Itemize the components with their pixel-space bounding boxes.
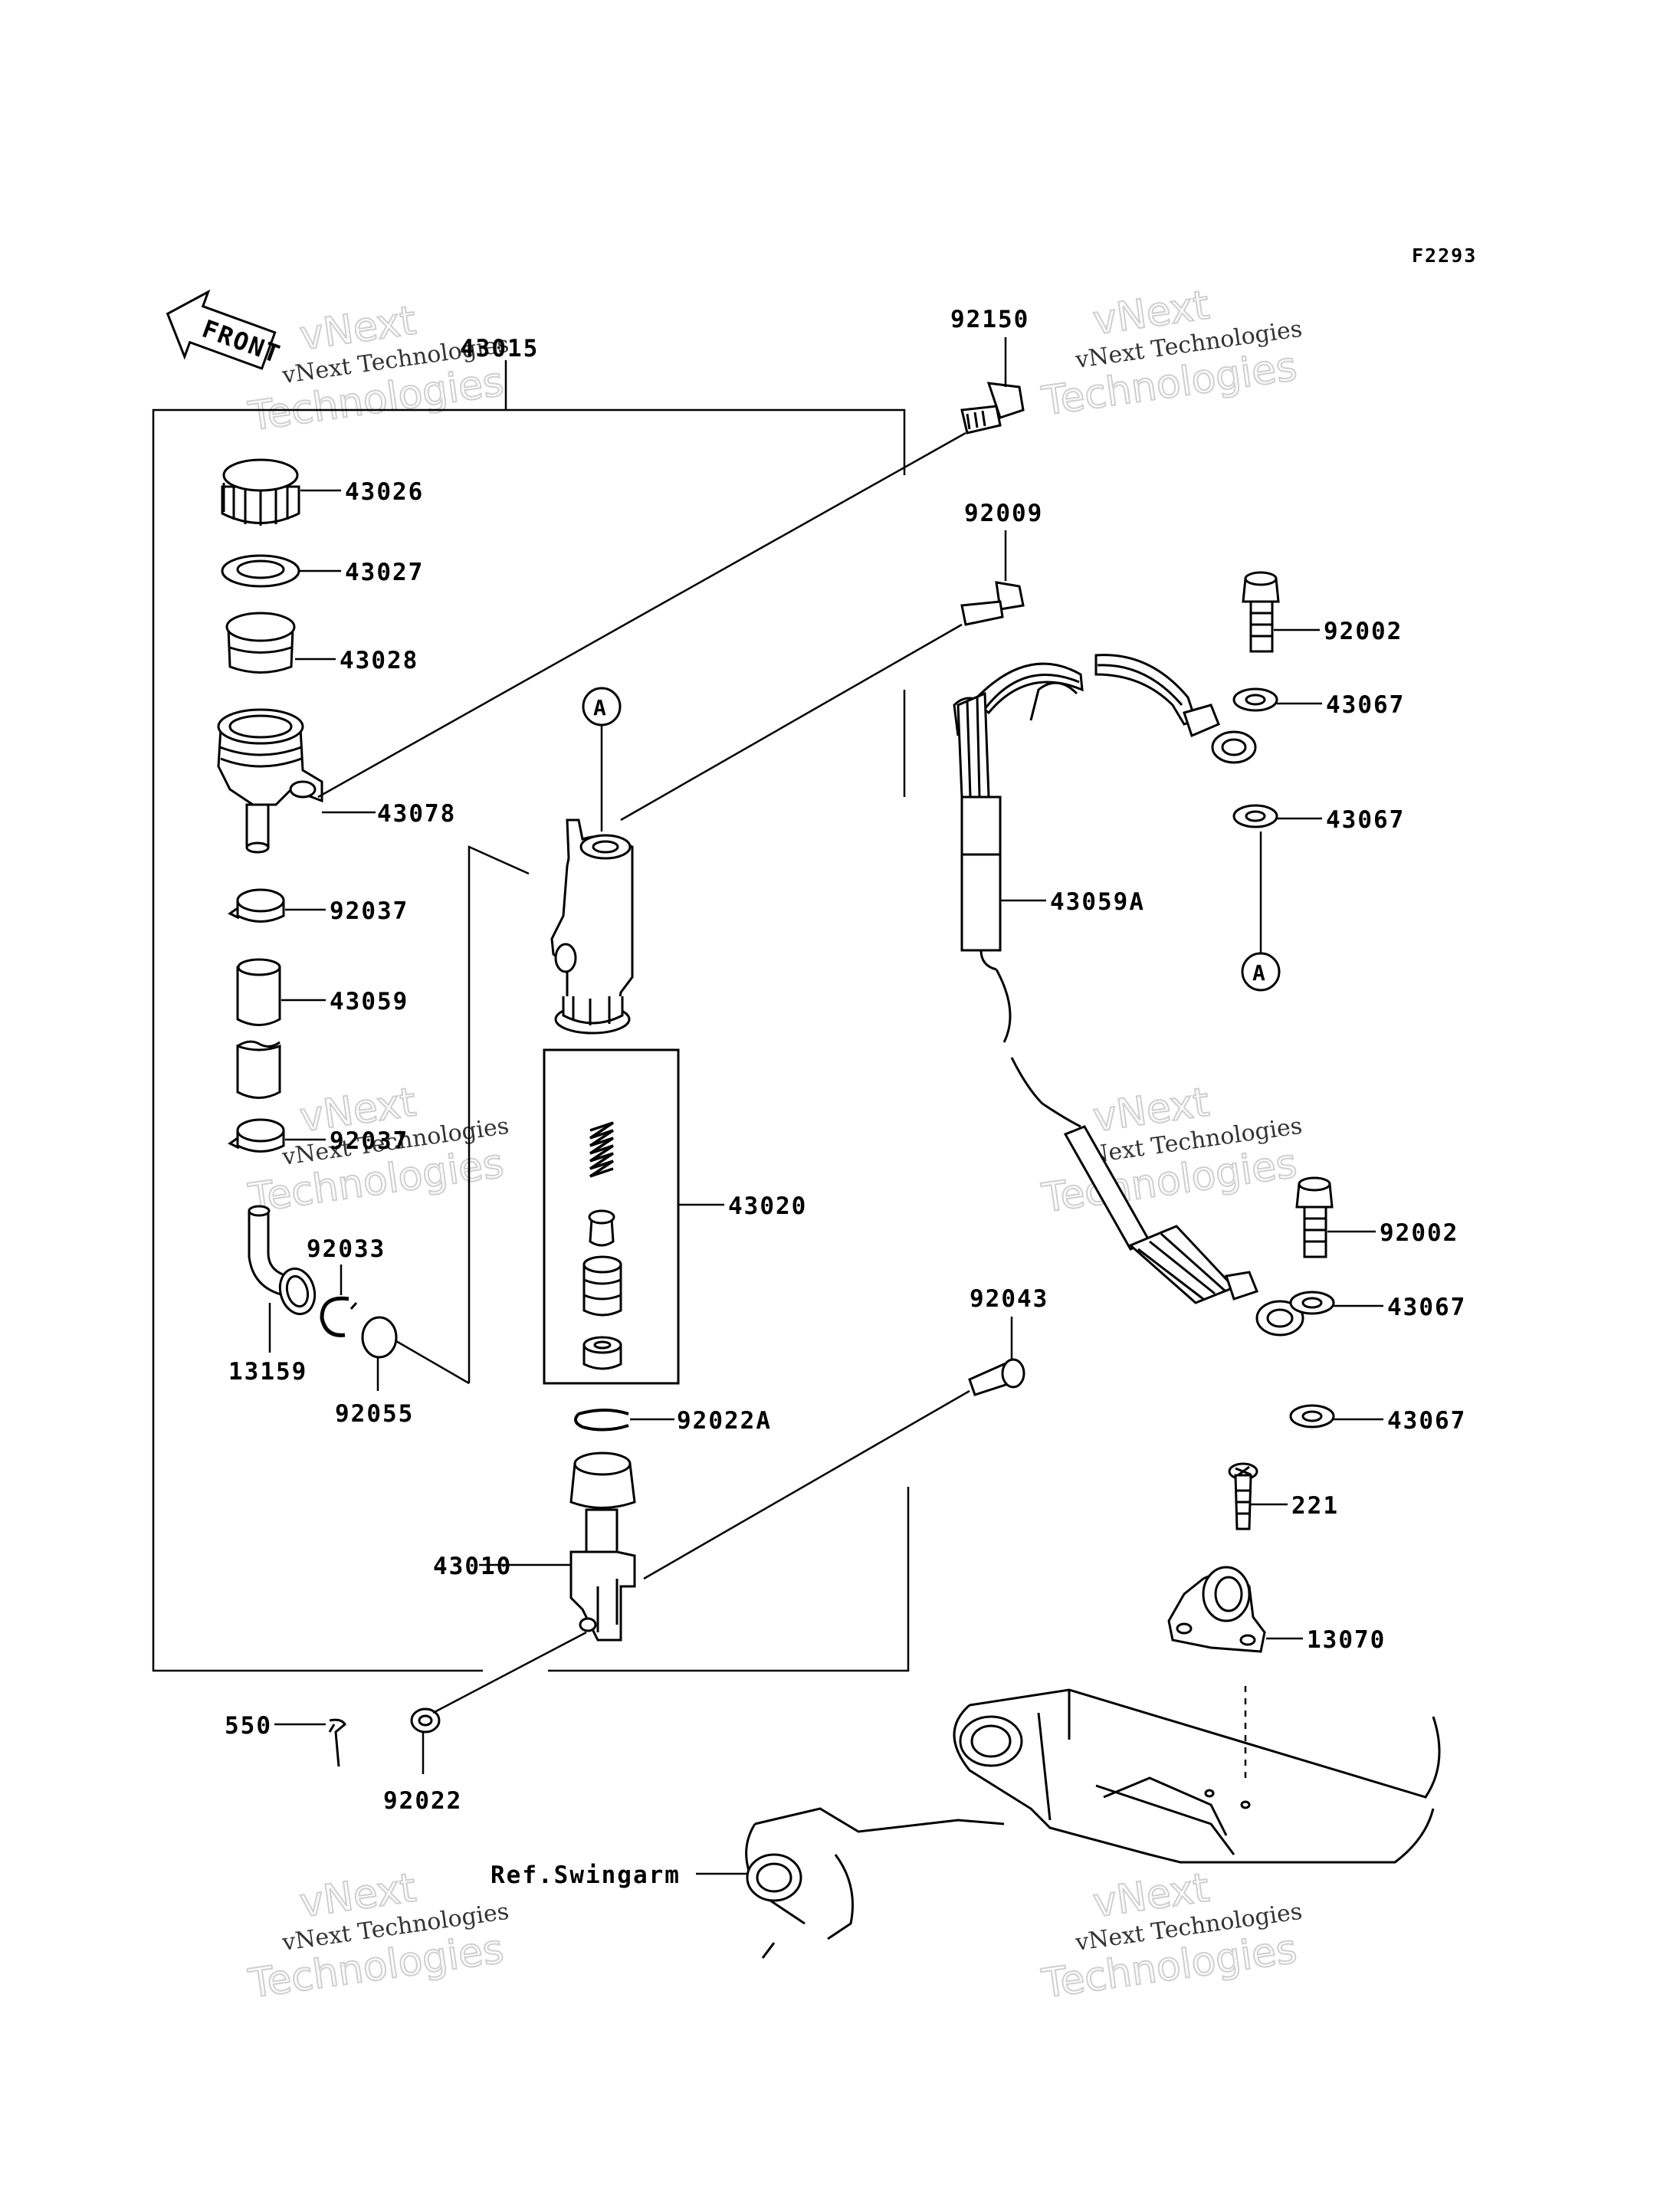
frame-line-lower: [548, 1487, 910, 1672]
elbow-fitting: [248, 1205, 317, 1316]
watermark: vNext vNext Technologies Technologies: [245, 1865, 511, 2009]
circlip-piston: [574, 1409, 629, 1432]
front-arrow-shape: [166, 289, 277, 370]
bolt-92150: [960, 382, 1025, 435]
hose-clamp-lower: [228, 1118, 285, 1153]
brake-hose: [953, 654, 1304, 1337]
part-label-92037-lower: 92037: [330, 1127, 409, 1155]
part-label-92022: 92022: [383, 1787, 462, 1815]
washer-43067-4: [1289, 1404, 1335, 1429]
watermark: vNext vNext Technologies Technologies: [1039, 282, 1304, 426]
swingarm-reference: [745, 1688, 1441, 1959]
push-rod: [569, 1451, 636, 1642]
part-label-92033: 92033: [307, 1235, 386, 1263]
piston-kit: [543, 1048, 680, 1385]
washer-43067-3: [1289, 1291, 1335, 1315]
watermark: vNext vNext Technologies Technologies: [245, 1079, 511, 1223]
part-label-43028: 43028: [340, 647, 418, 674]
washer-43067-1: [1232, 687, 1278, 712]
part-label-43059a: 43059A: [1050, 888, 1145, 916]
clevis-pin: [968, 1358, 1025, 1396]
hose-clamp-upper: [228, 888, 285, 923]
piston-kit-frame: [543, 1048, 680, 1385]
watermark: vNext vNext Technologies Technologies: [1039, 1865, 1304, 2009]
o-ring: [361, 1316, 398, 1359]
reservoir-cap: [221, 458, 300, 526]
washer-43067-2: [1232, 804, 1278, 828]
washer: [410, 1707, 441, 1734]
watermark: vNext vNext Technologies Technologies: [245, 297, 511, 441]
reservoir-hose: [236, 958, 281, 1099]
part-label-92043: 92043: [970, 1285, 1048, 1313]
part-label-13070: 13070: [1307, 1626, 1386, 1654]
part-label-92150: 92150: [950, 306, 1029, 333]
screw-221: [1228, 1462, 1258, 1530]
reservoir-plate: [221, 554, 300, 588]
callout-a-upper-label: A: [593, 695, 608, 720]
part-label-43015: 43015: [460, 335, 539, 362]
part-label-43020: 43020: [728, 1192, 807, 1220]
ref-swingarm-label: Ref.Swingarm: [491, 1862, 681, 1889]
part-label-43078: 43078: [377, 800, 456, 828]
front-direction-arrow: FRONT: [166, 289, 285, 370]
part-label-92002-upper: 92002: [1324, 618, 1403, 645]
callout-a-lower-label: A: [1252, 960, 1267, 986]
leader-92043: [643, 1389, 970, 1580]
leader-92150: [317, 431, 966, 799]
frame-line-upper: [152, 408, 906, 1672]
part-label-550: 550: [225, 1712, 272, 1740]
reservoir-tank: [217, 708, 323, 854]
circlip: [320, 1296, 358, 1337]
part-label-92002-lower: 92002: [1380, 1219, 1459, 1247]
part-label-92055: 92055: [335, 1400, 414, 1428]
part-label-43067-1: 43067: [1326, 691, 1405, 719]
part-label-92037-upper: 92037: [330, 897, 409, 925]
part-label-43067-4: 43067: [1387, 1407, 1466, 1435]
part-label-43027: 43027: [345, 559, 424, 586]
part-label-43067-2: 43067: [1326, 806, 1405, 834]
callout-a-lower: [1241, 952, 1281, 992]
part-label-43059: 43059: [330, 988, 409, 1015]
part-label-92022a: 92022A: [677, 1407, 772, 1435]
reservoir-diaphragm: [225, 612, 296, 674]
hose-guide-bracket: [1167, 1566, 1266, 1653]
banjo-bolt-lower: [1295, 1176, 1334, 1258]
part-label-221: 221: [1291, 1492, 1339, 1520]
leader-92022: [432, 1631, 587, 1714]
part-label-43010: 43010: [433, 1553, 512, 1580]
part-label-92009: 92009: [964, 500, 1043, 527]
bolt-92009: [960, 581, 1025, 626]
banjo-bolt-upper: [1242, 571, 1280, 653]
cotter-pin: [328, 1718, 346, 1767]
master-cylinder-body: [550, 818, 634, 1035]
part-label-13159: 13159: [228, 1358, 307, 1386]
part-label-43067-3: 43067: [1387, 1294, 1466, 1321]
leader-92009: [620, 623, 963, 822]
part-label-43026: 43026: [345, 478, 424, 506]
figure-code: F2293: [1412, 244, 1477, 267]
master-cylinder-assembly-frame: 43015: [152, 335, 910, 1672]
